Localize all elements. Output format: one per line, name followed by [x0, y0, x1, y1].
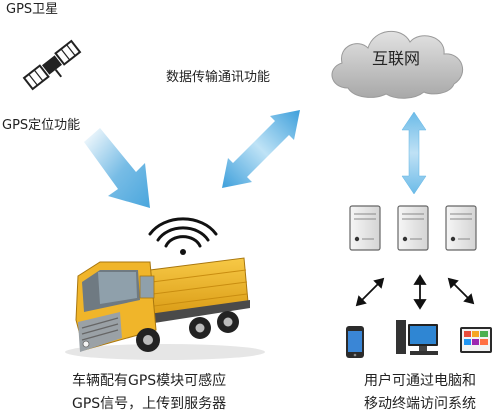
computer-icon: [396, 320, 438, 355]
internet-label: 互联网: [372, 49, 421, 68]
user-caption-line1: 用户可通过电脑和: [364, 373, 476, 389]
truck-icon: [65, 257, 265, 360]
data-transmission-arrow: [222, 110, 300, 188]
cloud-icon: [331, 30, 464, 99]
vehicle-caption-line1: 车辆配有GPS模块可感应: [72, 373, 227, 389]
gps-downlink-arrow: [84, 128, 150, 208]
device-arrows: [355, 274, 475, 310]
gps-satellite-label: GPS卫星: [6, 2, 59, 17]
data-transmission-label: 数据传输通讯功能: [166, 70, 271, 85]
vehicle-caption-line2: GPS信号，上传到服务器: [72, 396, 227, 412]
tablet-icon: [460, 327, 492, 353]
gps-positioning-label: GPS定位功能: [2, 118, 81, 133]
signal-icon: [148, 217, 218, 255]
satellite-icon: [22, 39, 82, 91]
user-caption-line2: 移动终端访问系统: [364, 396, 476, 412]
internet-server-arrow: [401, 111, 427, 195]
phone-icon: [346, 326, 364, 358]
server-icon: [349, 205, 477, 251]
